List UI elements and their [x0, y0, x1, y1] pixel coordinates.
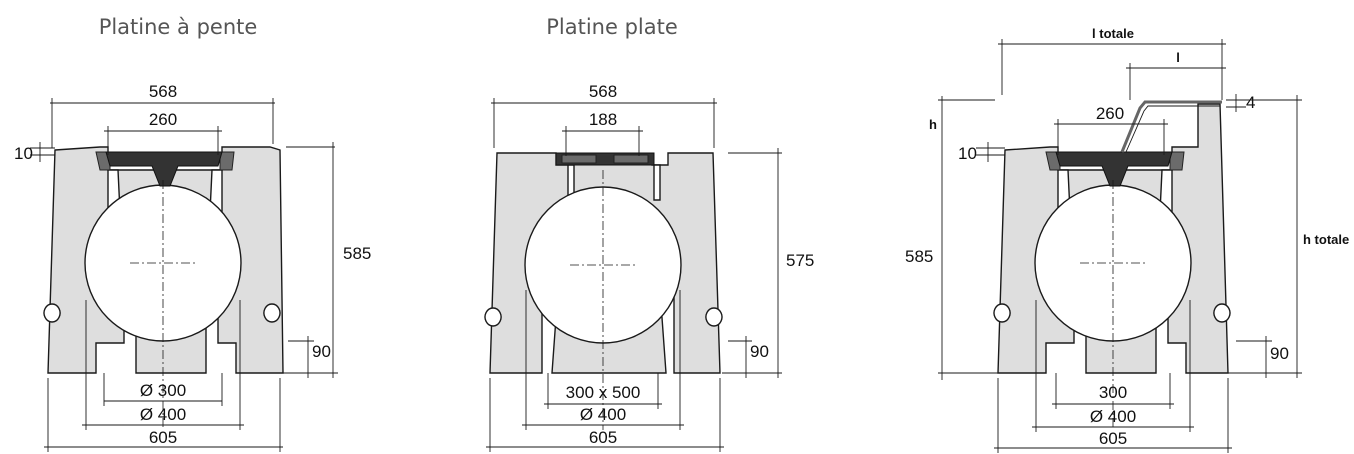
right-dim-l: l	[1176, 50, 1180, 65]
left-dim-inner: Ø 300	[140, 381, 186, 400]
right-section-drawing: l totale l 4 h 10 585 260 h totale 90	[905, 26, 1349, 453]
right-dim-offset: 10	[958, 144, 977, 163]
left-dim-grate: 260	[149, 110, 177, 129]
middle-dim-width-bottom: 605	[589, 428, 617, 447]
right-dim-height: 585	[905, 247, 933, 266]
title-platine-plate: Platine plate	[546, 15, 678, 39]
left-section-drawing: 568 260 10 585 90 Ø 300 Ø 400 605	[14, 82, 371, 452]
middle-dim-height: 575	[786, 251, 814, 270]
right-dim-outer: Ø 400	[1090, 407, 1136, 426]
left-seat-right	[219, 151, 235, 171]
right-dim-h: h	[929, 117, 937, 132]
left-dim-offset: 10	[14, 144, 33, 163]
right-dim-l-total: l totale	[1092, 26, 1134, 41]
right-dim-width-bottom: 605	[1099, 429, 1127, 448]
left-dim-width-top: 568	[149, 82, 177, 101]
left-dim-width-bottom: 605	[149, 428, 177, 447]
title-platine-a-pente: Platine à pente	[99, 15, 258, 39]
middle-inner-wall-right	[653, 164, 661, 201]
middle-dim-inner: 300 x 500	[566, 383, 641, 402]
left-dim-height: 585	[343, 244, 371, 263]
middle-lifting-anchor-left	[484, 307, 502, 327]
right-dim-base: 90	[1270, 344, 1289, 363]
right-dim-thickness: 4	[1246, 93, 1255, 112]
middle-dim-outer: Ø 400	[580, 405, 626, 424]
right-grate	[1055, 151, 1173, 187]
left-dim-base: 90	[312, 342, 331, 361]
right-dim-inner: 300	[1099, 383, 1127, 402]
middle-dim-grate: 188	[589, 110, 617, 129]
left-lifting-anchor-right	[263, 303, 281, 323]
middle-lifting-anchor-right	[705, 307, 723, 327]
middle-dim-width-top: 568	[589, 82, 617, 101]
left-seat-left	[95, 151, 111, 171]
right-dim-h-total: h totale	[1303, 232, 1349, 247]
left-dim-outer: Ø 400	[140, 405, 186, 424]
right-slope-plate	[1120, 100, 1222, 153]
middle-section-drawing: 568 188 575 90 300 x 500 Ø 400 605	[484, 82, 814, 452]
middle-dim-base: 90	[750, 342, 769, 361]
left-grate	[105, 151, 223, 187]
left-lifting-anchor-left	[43, 303, 61, 323]
right-dim-grate: 260	[1096, 104, 1124, 123]
